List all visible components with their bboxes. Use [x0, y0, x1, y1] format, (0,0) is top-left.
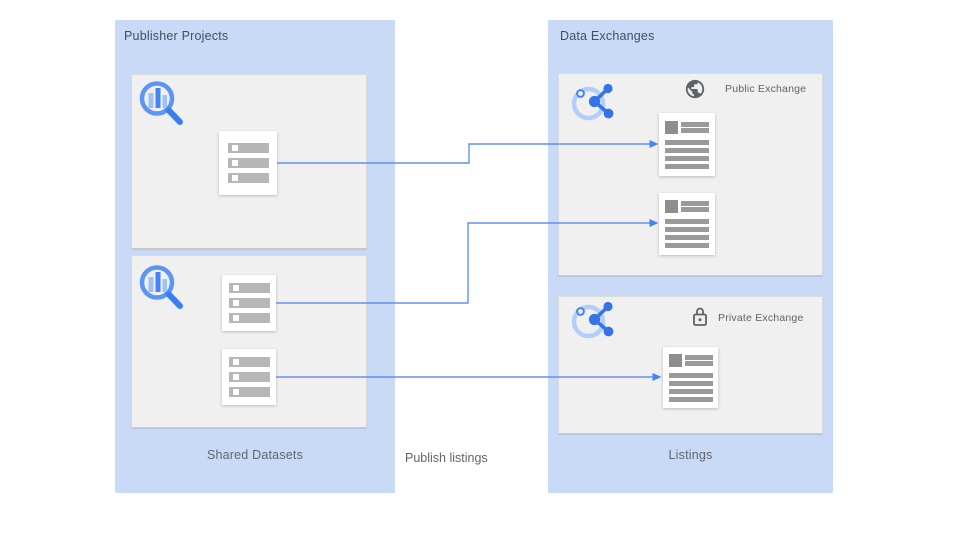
dataset-row [228, 283, 270, 293]
listing-thumb [665, 120, 678, 134]
analytics-hub-icon [571, 301, 614, 339]
listing-card-1 [659, 113, 715, 176]
bigquery-icon [139, 81, 183, 125]
dataset-row [228, 372, 270, 382]
dataset-card-3 [222, 349, 276, 405]
listing-card-3 [663, 347, 718, 408]
dataset-row [228, 298, 270, 308]
analytics-hub-icon [571, 83, 614, 121]
lock-icon [693, 307, 707, 326]
listing-thumb [665, 200, 678, 213]
listing-head [668, 353, 713, 367]
private-exchange-label: Private Exchange [718, 311, 804, 324]
data-exchanges-title: Data Exchanges [560, 29, 655, 43]
dataset-row [227, 143, 269, 153]
dataset-card-2 [222, 275, 276, 331]
publisher-projects-title: Publisher Projects [124, 29, 229, 43]
listing-head [665, 120, 709, 134]
dataset-row [228, 387, 270, 397]
dataset-row [227, 173, 269, 183]
public-exchange-type-row: Public Exchange [684, 77, 806, 101]
dataset-card-1 [219, 131, 277, 195]
globe-icon [685, 79, 705, 99]
public-exchange-label: Public Exchange [725, 83, 807, 95]
bigquery-icon [139, 265, 183, 309]
listings-caption: Listings [668, 448, 713, 462]
listing-card-2 [659, 193, 715, 255]
private-exchange-type-row: Private Exchange [691, 305, 804, 330]
dataset-row [228, 313, 270, 323]
dataset-row [227, 158, 269, 168]
dataset-row [228, 357, 270, 367]
shared-datasets-caption: Shared Datasets [206, 448, 304, 462]
publish-listings-caption: Publish listings [405, 451, 488, 465]
listing-head [665, 200, 709, 213]
listing-thumb [668, 353, 682, 367]
